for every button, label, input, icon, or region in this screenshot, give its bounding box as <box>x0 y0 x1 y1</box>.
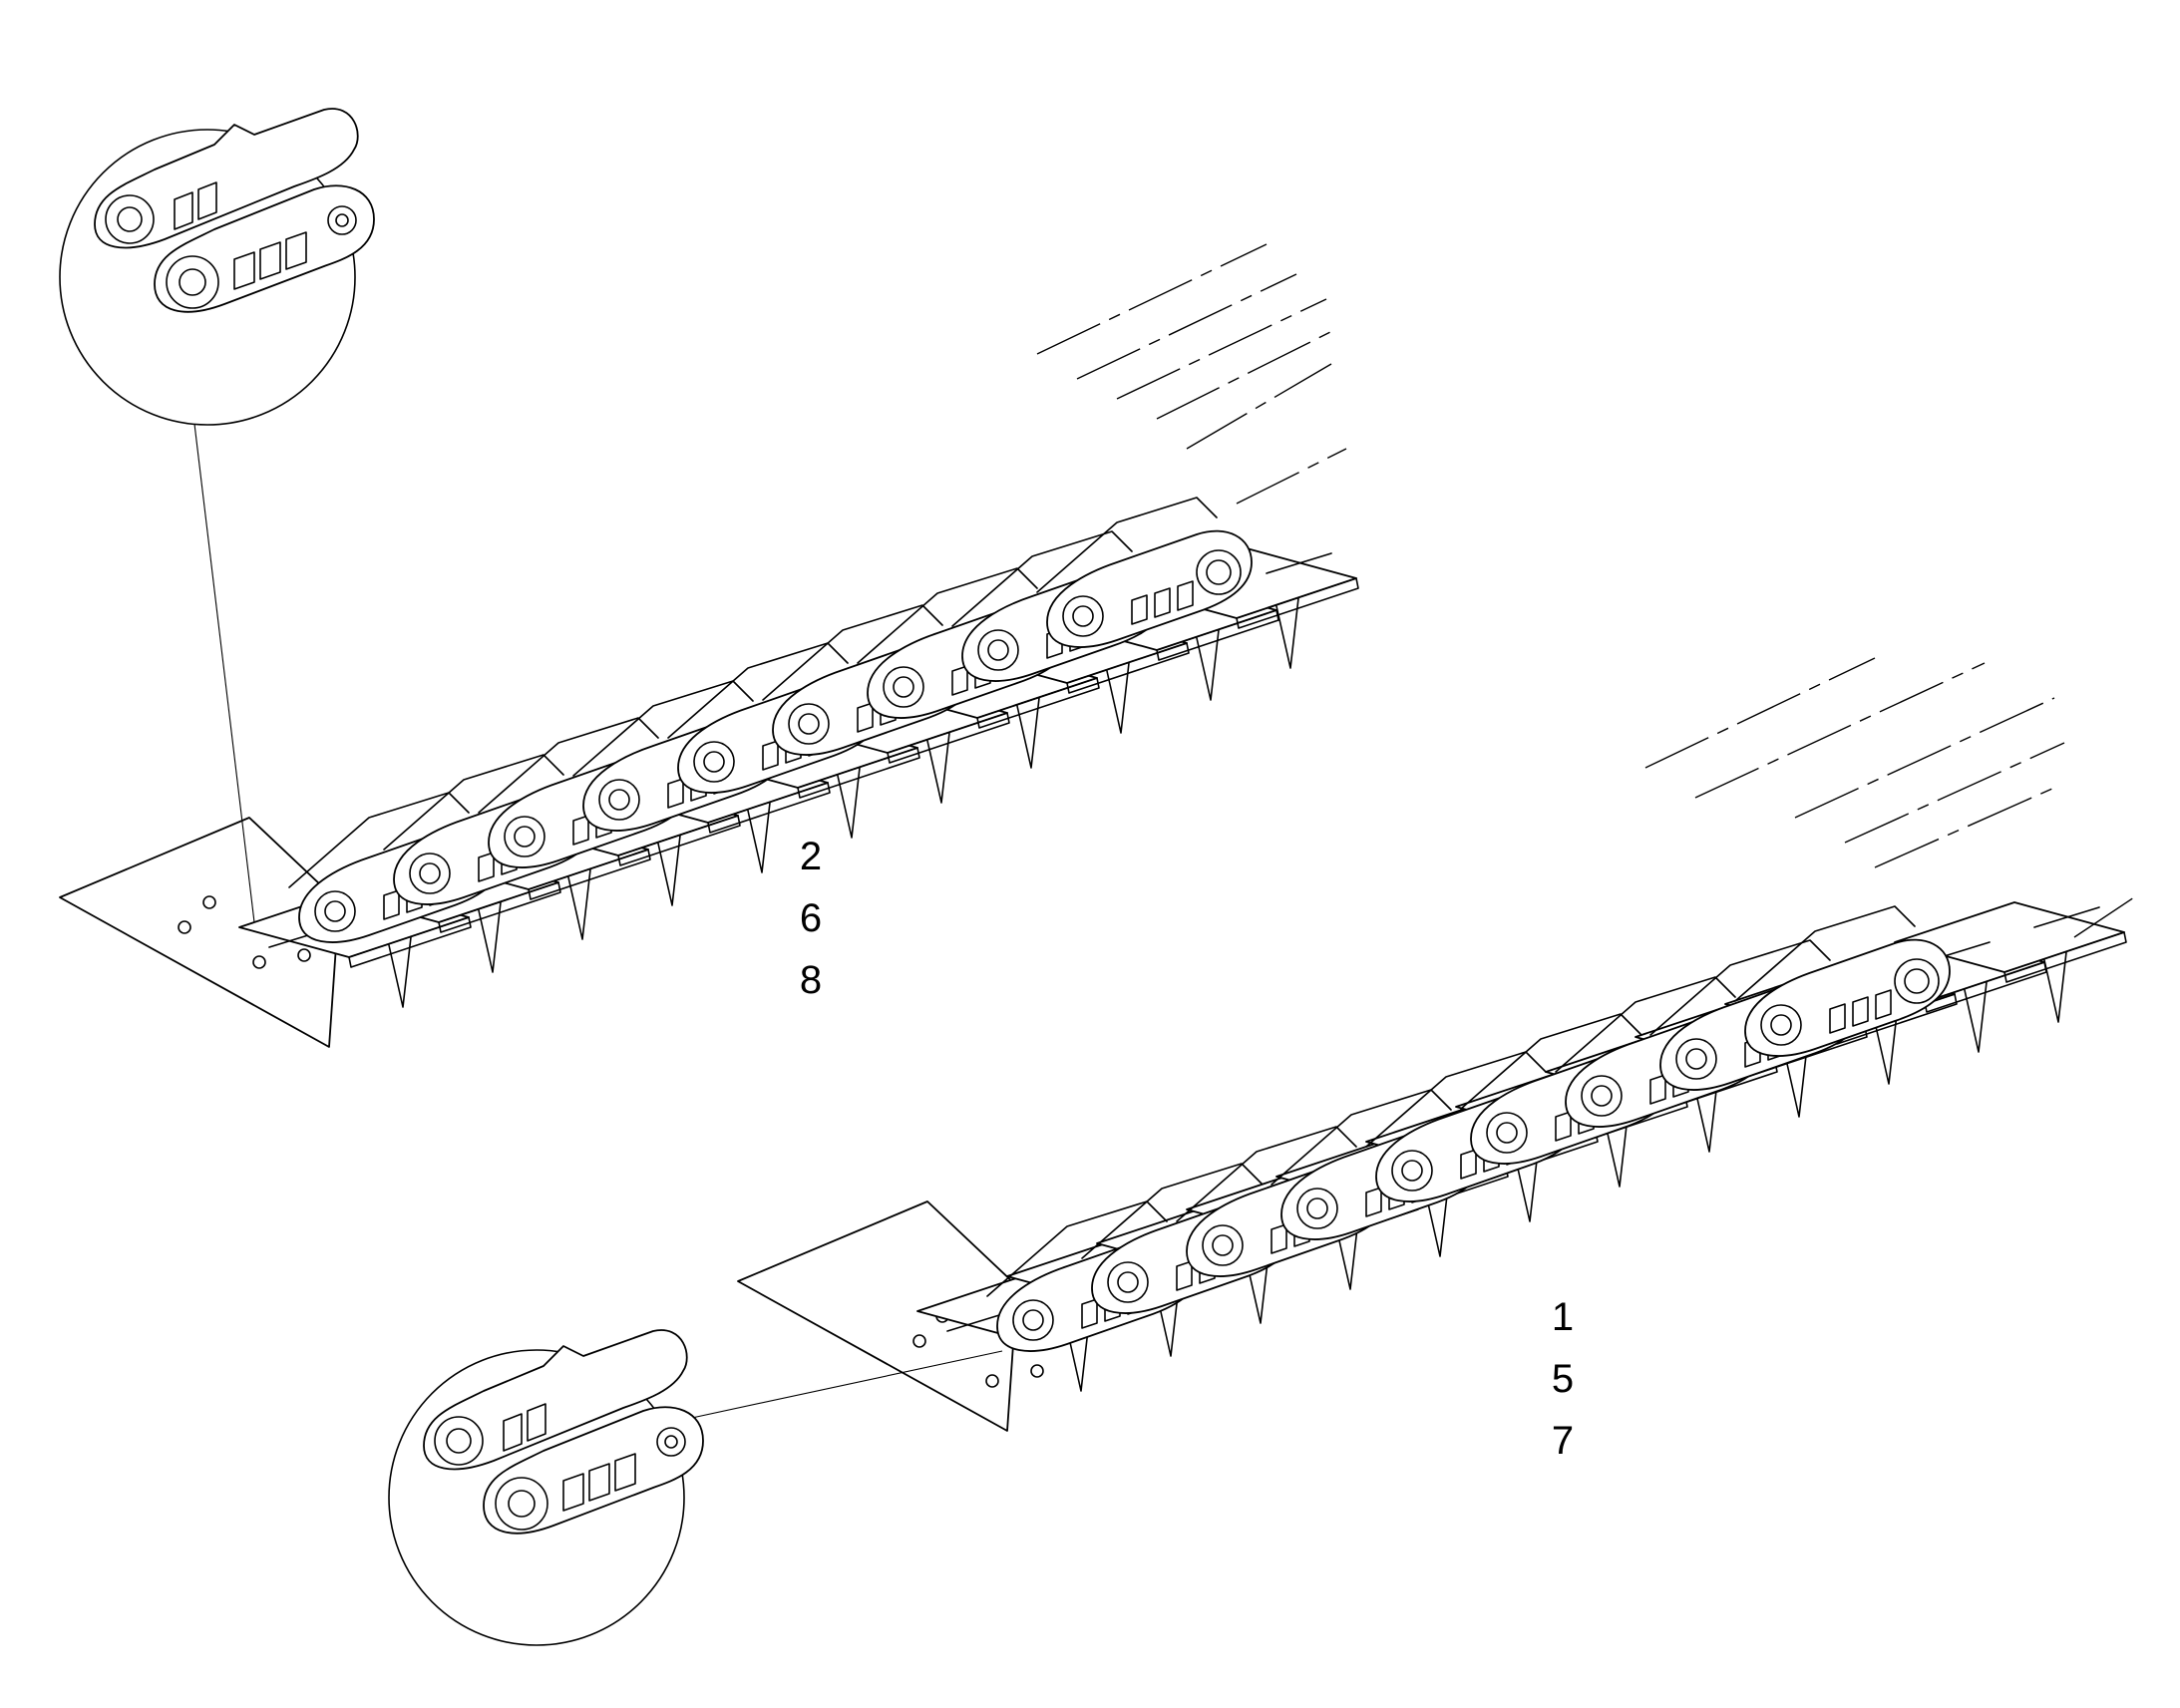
detail-view-upper <box>59 108 375 426</box>
lower-item-numbers: 1 5 7 <box>1538 1286 1588 1472</box>
item-number: 2 <box>799 835 823 878</box>
item-number: 6 <box>799 896 823 940</box>
item-number: 1 <box>1551 1295 1575 1339</box>
detail-view-lower <box>388 1329 704 1646</box>
upper-item-numbers: 2 6 8 <box>786 826 836 1011</box>
item-number: 5 <box>1551 1357 1575 1401</box>
item-number: 8 <box>799 958 823 1002</box>
lower-track-assembly <box>677 657 2135 1432</box>
item-number: 7 <box>1551 1419 1575 1463</box>
upper-track-assembly <box>59 243 1359 1048</box>
